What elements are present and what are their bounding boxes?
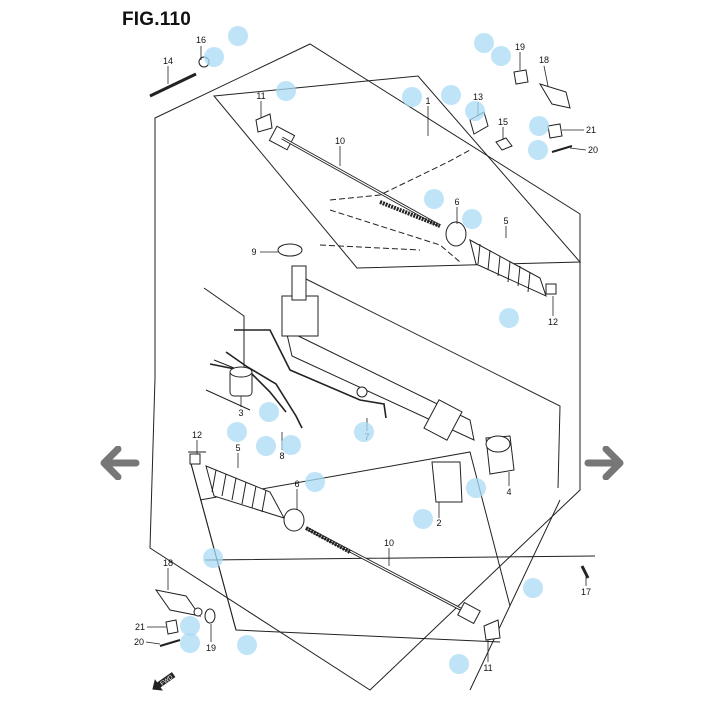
front-direction-icon: FWD (152, 672, 176, 691)
part-callout-14: 14 (162, 56, 174, 66)
part-hotspot[interactable] (499, 308, 519, 328)
part-hotspot[interactable] (354, 422, 374, 442)
assembly-frame (149, 43, 581, 691)
part-callout-5: 5 (503, 216, 509, 226)
part-callout-12: 12 (191, 430, 203, 440)
part-callout-19: 19 (205, 643, 217, 653)
leader-lines (145, 46, 587, 662)
part-hotspot[interactable] (256, 436, 276, 456)
part-callout-13: 13 (472, 92, 484, 102)
small-parts (149, 56, 590, 647)
part-hotspot[interactable] (441, 85, 461, 105)
part-callout-12: 12 (547, 317, 559, 327)
part-callout-17: 17 (580, 587, 592, 597)
lower-inner-tie-rod (305, 526, 481, 625)
next-figure-button[interactable] (584, 445, 624, 481)
upper-inner-tie-rod (268, 125, 441, 228)
part-hotspot[interactable] (228, 26, 248, 46)
steering-gear-housing (281, 265, 475, 441)
part-callout-20: 20 (133, 637, 145, 647)
part-callout-10: 10 (334, 136, 346, 146)
part-hotspot[interactable] (276, 81, 296, 101)
arrow-right-icon (584, 445, 624, 481)
part-hotspot[interactable] (466, 478, 486, 498)
upper-boot (445, 221, 547, 297)
part-hotspot[interactable] (259, 402, 279, 422)
upper-tie-rod-box (213, 75, 582, 269)
part-callout-19: 19 (514, 42, 526, 52)
arrow-left-icon (100, 445, 140, 481)
part-hotspot[interactable] (449, 654, 469, 674)
part-hotspot[interactable] (180, 633, 200, 653)
part-callout-6: 6 (294, 479, 300, 489)
part-hotspot[interactable] (462, 209, 482, 229)
fluid-pipes (209, 329, 387, 429)
previous-figure-button[interactable] (100, 445, 140, 481)
part-callout-21: 21 (585, 125, 597, 135)
part-hotspot[interactable] (491, 46, 511, 66)
part-callout-11: 11 (483, 663, 493, 673)
part-callout-4: 4 (506, 487, 512, 497)
part-hotspot[interactable] (523, 578, 543, 598)
lower-boot (205, 465, 305, 532)
part-callout-18: 18 (538, 55, 550, 65)
part-hotspot[interactable] (465, 101, 485, 121)
part-hotspot[interactable] (474, 33, 494, 53)
part-callout-15: 15 (497, 117, 509, 127)
part-hotspot[interactable] (528, 140, 548, 160)
part-hotspot[interactable] (402, 87, 422, 107)
mount-and-bracket (431, 435, 515, 503)
part-hotspot[interactable] (227, 422, 247, 442)
part-hotspot[interactable] (203, 548, 223, 568)
part-callout-1: 1 (425, 96, 431, 106)
part-callout-20: 20 (587, 145, 599, 155)
part-hotspot[interactable] (305, 472, 325, 492)
part-hotspot[interactable] (529, 116, 549, 136)
part-callout-8: 8 (279, 451, 285, 461)
part-callout-11: 11 (256, 91, 266, 101)
part-callout-18: 18 (162, 558, 174, 568)
part-callout-21: 21 (134, 622, 146, 632)
part-callout-6: 6 (454, 197, 460, 207)
part-hotspot[interactable] (204, 47, 224, 67)
part-callout-10: 10 (383, 538, 395, 548)
part-callout-9: 9 (251, 247, 257, 257)
part-hotspot[interactable] (413, 509, 433, 529)
part-callout-2: 2 (436, 518, 442, 528)
part-hotspot[interactable] (180, 616, 200, 636)
figure-title: FIG.110 (122, 9, 191, 30)
part-hotspot[interactable] (424, 189, 444, 209)
part-hotspot[interactable] (237, 635, 257, 655)
part-callout-5: 5 (235, 443, 241, 453)
bushing (229, 366, 253, 397)
part-hotspot[interactable] (281, 435, 301, 455)
part-callout-16: 16 (195, 35, 207, 45)
part-callout-3: 3 (238, 408, 244, 418)
